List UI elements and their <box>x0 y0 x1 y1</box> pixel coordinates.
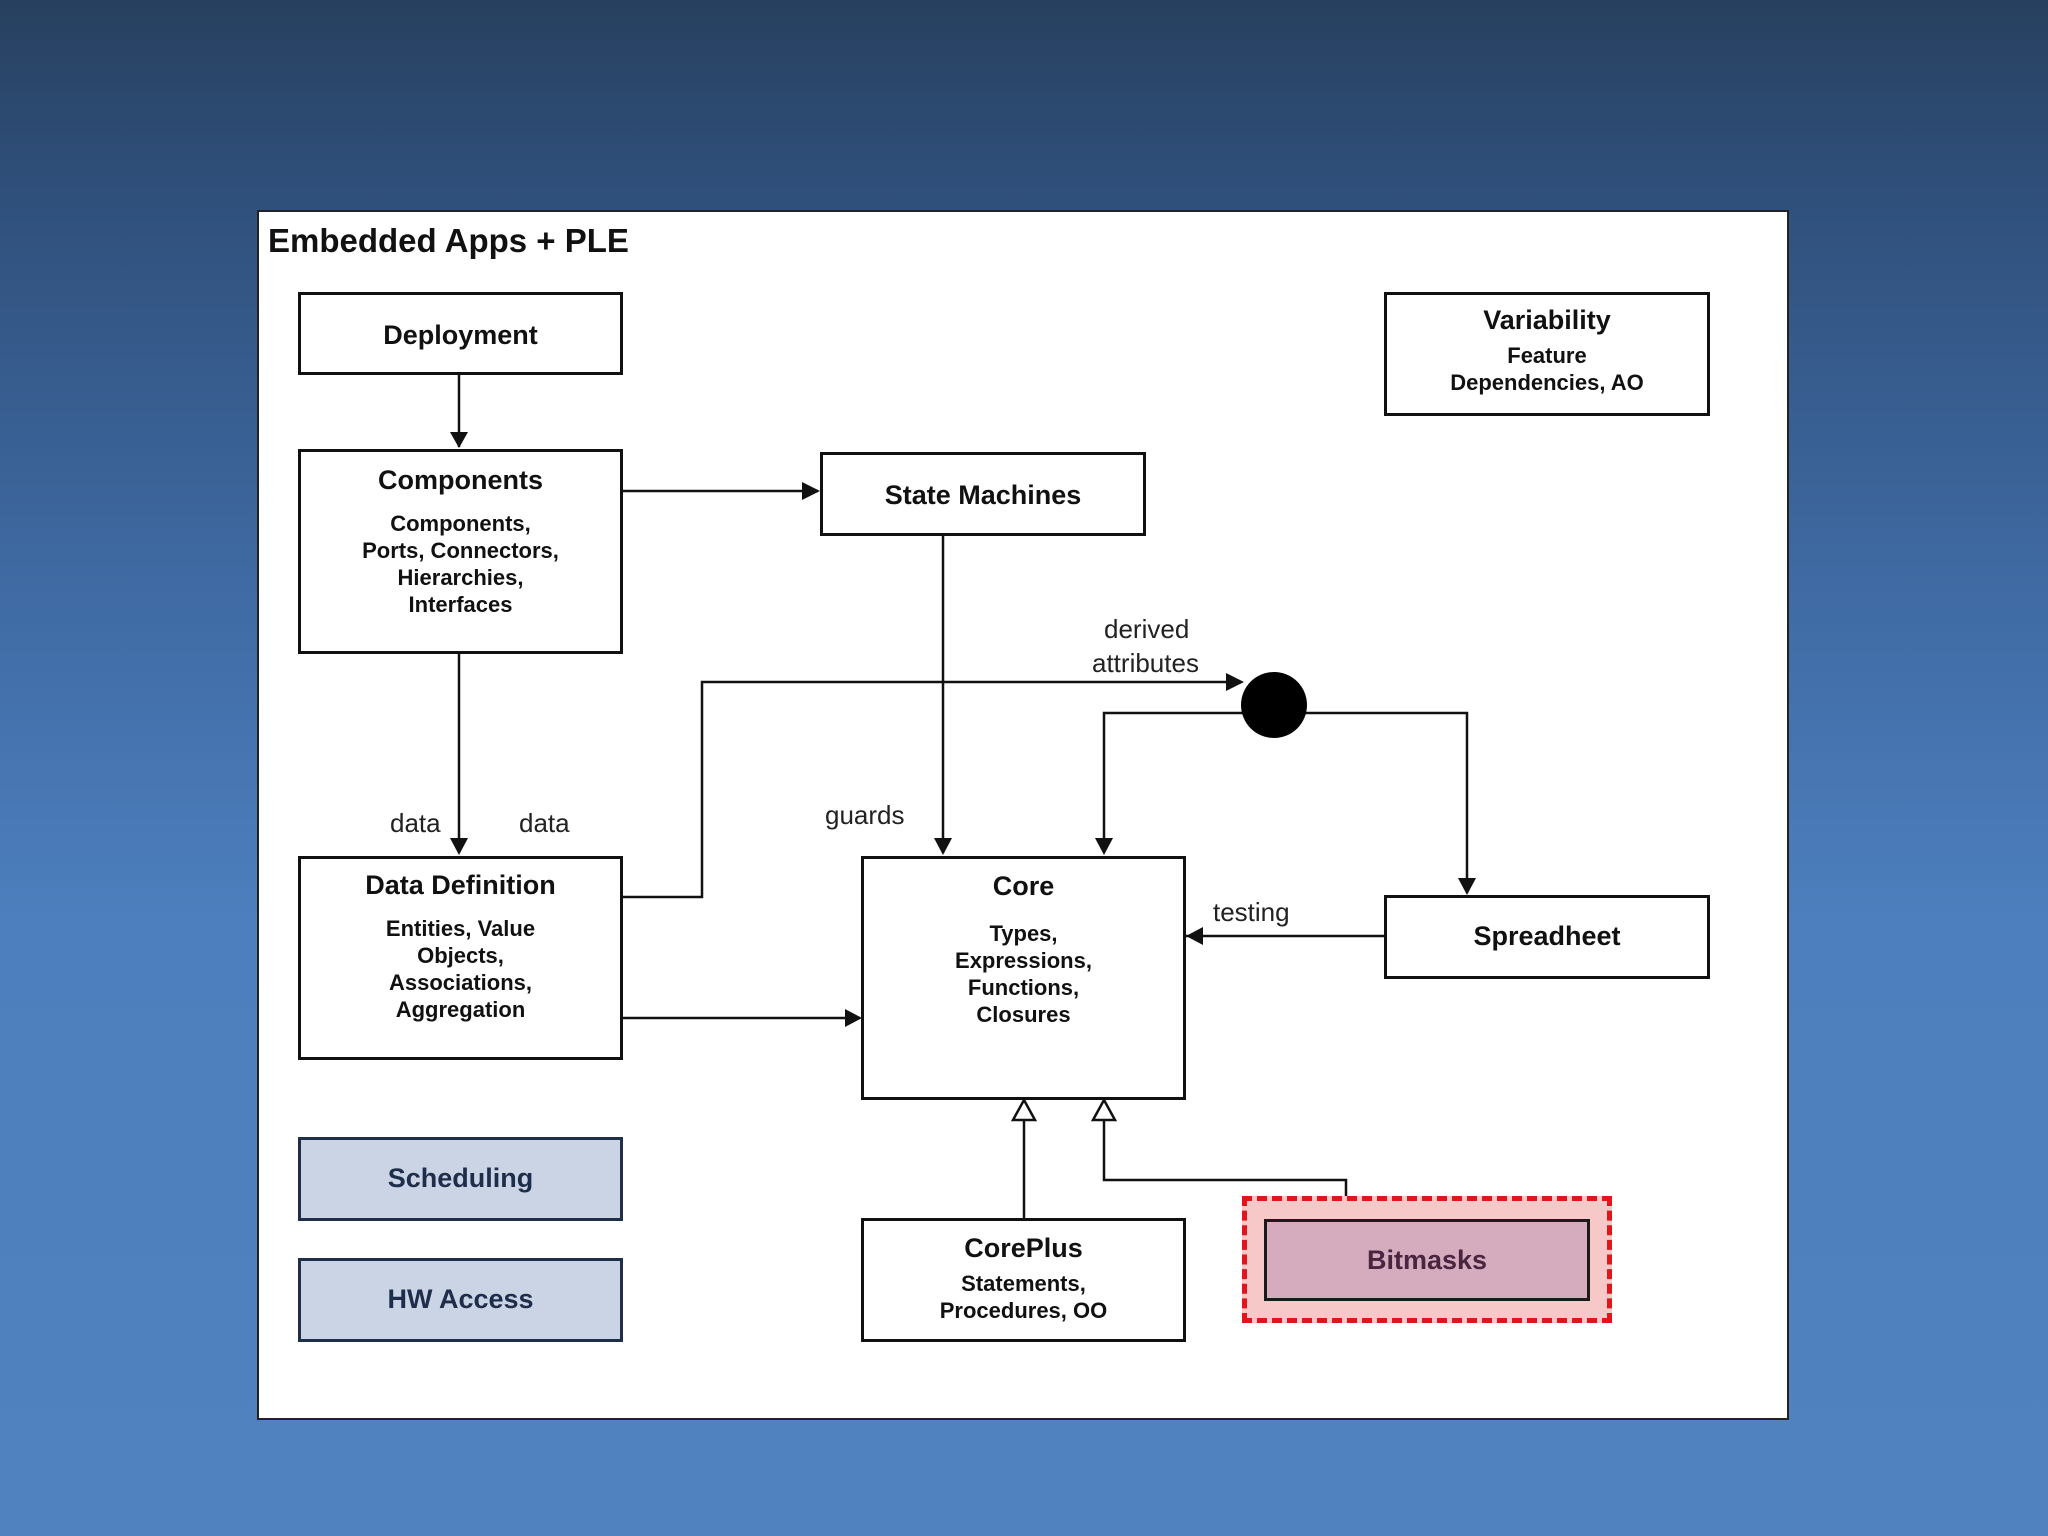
arrowhead-core-datadef <box>845 1009 862 1027</box>
core-line: Expressions, <box>955 948 1092 973</box>
components-line: Components, <box>390 511 531 536</box>
hw-access-box: HW Access <box>298 1258 623 1342</box>
bitmasks-title: Bitmasks <box>1366 1245 1488 1275</box>
coreplus-box: CorePlus Statements, Procedures, OO <box>861 1218 1186 1342</box>
arrowhead-statemachines <box>802 482 820 500</box>
label-data-right: data <box>519 808 570 838</box>
coreplus-title: CorePlus <box>964 1233 1083 1263</box>
core-line: Closures <box>976 1002 1071 1027</box>
inherit-arrow-bitmasks <box>1090 1097 1118 1122</box>
core-box: Core Types, Expressions, Functions, Clos… <box>861 856 1186 1100</box>
arrowhead-core-testing <box>1186 927 1203 945</box>
data-definition-line: Aggregation <box>395 997 526 1022</box>
arrowhead-core-guards <box>934 838 952 855</box>
arrowhead-spreadsheet <box>1458 878 1476 895</box>
label-derived: derived <box>1104 614 1190 644</box>
data-definition-title: Data Definition <box>365 870 556 900</box>
arrowhead-derived <box>1226 673 1244 691</box>
variability-line: Dependencies, AO <box>1450 370 1644 395</box>
inherit-arrow-coreplus <box>1010 1097 1038 1122</box>
data-definition-box: Data Definition Entities, Value Objects,… <box>298 856 623 1060</box>
edge-junction-core <box>1102 711 1246 853</box>
core-title: Core <box>992 871 1055 901</box>
coreplus-line: Statements, <box>961 1271 1086 1296</box>
variability-box: Variability Feature Dependencies, AO <box>1384 292 1710 416</box>
variability-title: Variability <box>1483 305 1611 335</box>
deployment-box: Deployment <box>298 292 623 375</box>
scheduling-title: Scheduling <box>387 1163 534 1193</box>
label-data-left: data <box>390 808 441 838</box>
deployment-title: Deployment <box>383 320 538 350</box>
components-line: Ports, Connectors, <box>362 538 559 563</box>
spreadsheet-title: Spreadheet <box>1473 921 1621 951</box>
hw-access-title: HW Access <box>387 1284 534 1314</box>
scheduling-box: Scheduling <box>298 1137 623 1221</box>
state-machines-title: State Machines <box>884 480 1082 510</box>
data-definition-line: Associations, <box>388 970 533 995</box>
arrowhead-datadef <box>450 838 468 855</box>
label-attributes: attributes <box>1092 648 1199 678</box>
components-title: Components <box>378 465 543 495</box>
bitmasks-box: Bitmasks <box>1264 1219 1590 1301</box>
arrowhead-core-junction <box>1095 838 1113 855</box>
components-line: Hierarchies, <box>397 565 524 590</box>
diagram-title: Embedded Apps + PLE <box>268 222 629 259</box>
state-machines-box: State Machines <box>820 452 1146 536</box>
components-line: Interfaces <box>408 592 513 617</box>
data-definition-line: Objects, <box>417 943 504 968</box>
core-line: Types, <box>989 921 1058 946</box>
data-definition-line: Entities, Value <box>385 916 536 941</box>
edge-junction-spreadsheet <box>1304 711 1469 893</box>
variability-line: Feature <box>1507 343 1587 368</box>
junction-node <box>1241 672 1307 738</box>
label-testing: testing <box>1213 897 1290 927</box>
core-line: Functions, <box>967 975 1080 1000</box>
arrowhead-components <box>450 432 468 448</box>
label-guards: guards <box>825 800 905 830</box>
spreadsheet-box: Spreadheet <box>1384 895 1710 979</box>
components-box: Components Components, Ports, Connectors… <box>298 449 623 654</box>
coreplus-line: Procedures, OO <box>939 1298 1108 1323</box>
edge-datadef-derived <box>622 680 1240 899</box>
